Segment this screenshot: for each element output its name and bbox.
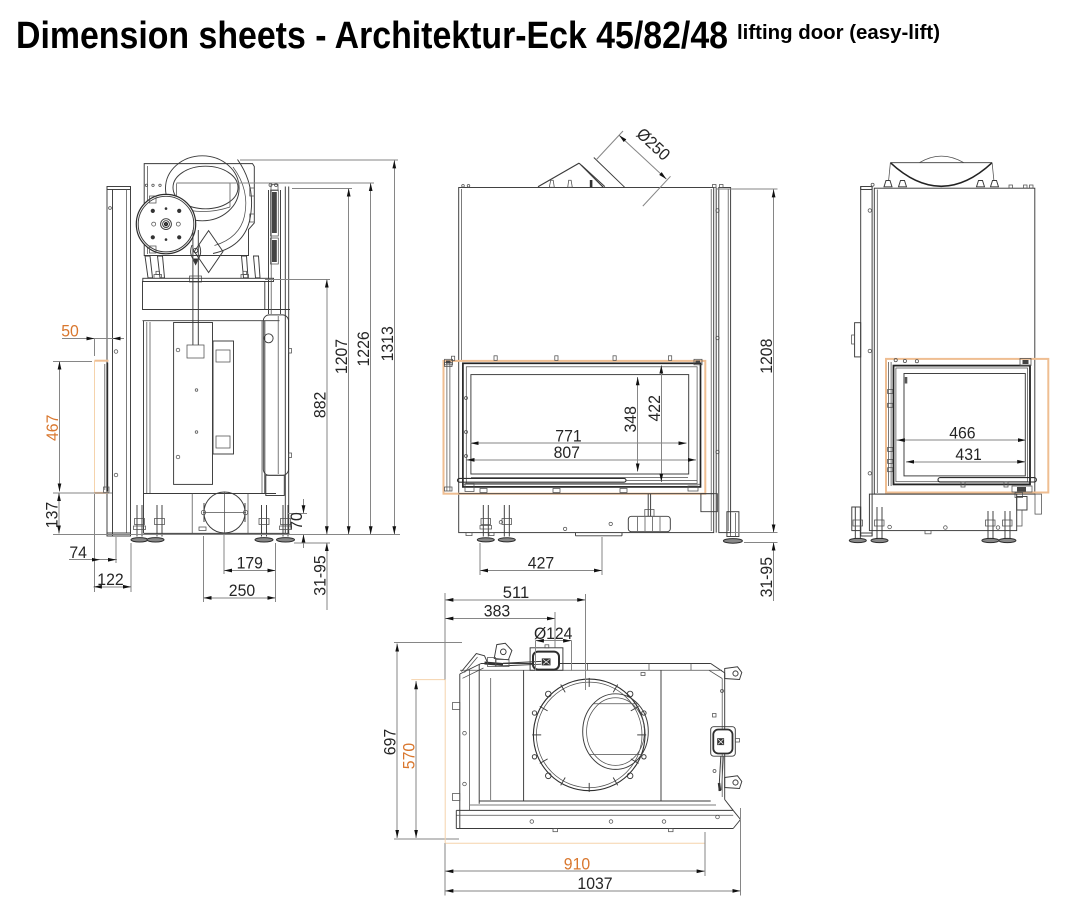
- svg-text:697: 697: [381, 729, 400, 755]
- svg-text:348: 348: [621, 406, 640, 432]
- svg-text:lifting door (easy-lift): lifting door (easy-lift): [737, 22, 940, 44]
- svg-text:807: 807: [554, 443, 580, 462]
- svg-text:1207: 1207: [332, 339, 351, 374]
- svg-text:383: 383: [484, 602, 510, 621]
- svg-text:Ø250: Ø250: [633, 124, 674, 164]
- svg-text:1313: 1313: [378, 326, 397, 361]
- svg-text:70: 70: [287, 512, 306, 530]
- svg-text:431: 431: [955, 445, 981, 464]
- svg-text:467: 467: [43, 415, 62, 441]
- svg-text:466: 466: [949, 423, 975, 442]
- svg-text:1208: 1208: [757, 339, 776, 374]
- svg-text:Ø124: Ø124: [534, 624, 573, 643]
- svg-text:1226: 1226: [354, 331, 373, 366]
- svg-text:910: 910: [564, 854, 590, 873]
- svg-text:427: 427: [528, 554, 554, 573]
- svg-text:179: 179: [237, 554, 263, 573]
- svg-text:1037: 1037: [577, 874, 612, 893]
- svg-text:31-95: 31-95: [757, 557, 776, 597]
- svg-text:31-95: 31-95: [310, 555, 329, 595]
- svg-text:137: 137: [43, 502, 62, 528]
- svg-text:422: 422: [645, 395, 664, 421]
- svg-text:122: 122: [97, 570, 123, 589]
- svg-text:771: 771: [555, 426, 581, 445]
- svg-text:74: 74: [69, 543, 87, 562]
- svg-text:511: 511: [503, 583, 529, 602]
- svg-text:570: 570: [400, 743, 419, 769]
- svg-text:882: 882: [310, 392, 329, 418]
- svg-text:Dimension sheets - Architektur: Dimension sheets - Architektur-Eck 45/82…: [16, 15, 728, 57]
- svg-text:250: 250: [229, 581, 255, 600]
- svg-text:50: 50: [61, 322, 79, 341]
